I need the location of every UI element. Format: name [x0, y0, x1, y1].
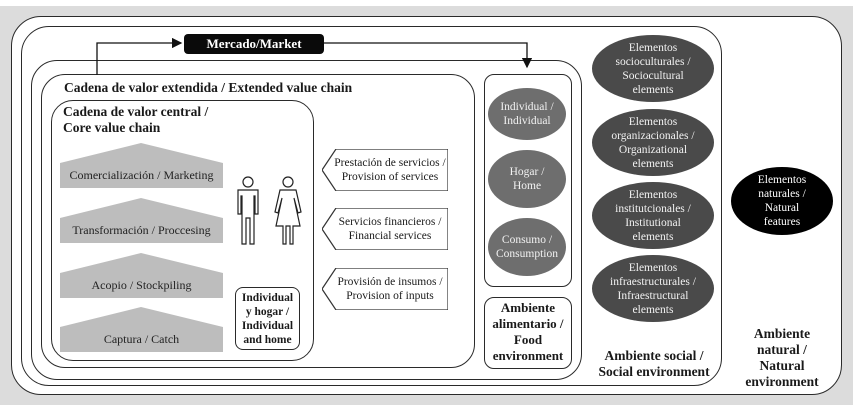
social-element-line: socioculturales /	[615, 55, 691, 68]
woman-icon	[274, 176, 302, 245]
extended-value-chain-title: Cadena de valor extendida / Extended val…	[64, 80, 353, 95]
food-title-line: Food	[513, 332, 543, 347]
arrow-chain-to-market	[96, 37, 183, 75]
natural-element-line: Natural	[764, 202, 800, 214]
natural-element-line: Elementos	[757, 174, 807, 186]
natural-title-line: Natural	[759, 358, 805, 373]
service-line: Provisión de insumos /	[337, 276, 443, 288]
household-line: y hogar /	[245, 306, 290, 318]
service-line: Prestación de servicios /	[334, 157, 446, 169]
stage-stockpiling: Acopio / Stockpiling	[60, 253, 223, 298]
food-title-line: environment	[492, 348, 564, 363]
food-title-line: Ambiente	[500, 300, 556, 315]
service-line: Provision of services	[341, 171, 439, 183]
service-line: Servicios financieros /	[338, 216, 442, 228]
service-label: Prestación de servicios / Provision of s…	[332, 149, 448, 191]
household-line: and home	[243, 334, 292, 346]
service-line: Provision of inputs	[346, 290, 434, 302]
social-element-line: Infraestructural	[617, 289, 689, 302]
social-element-line: elements	[632, 157, 674, 170]
stage-label: Acopio / Stockpiling	[91, 278, 192, 292]
social-element-line: infraestructurales /	[610, 275, 696, 288]
social-element-line: Sociocultural	[622, 69, 684, 82]
core-title-line: Cadena de valor central /	[63, 104, 209, 119]
food-element-line: Hogar /	[509, 166, 545, 178]
food-element-line: Individual /	[500, 101, 554, 113]
household-line: Individual	[241, 320, 294, 332]
stage-processing: Transformación / Proccesing	[60, 198, 223, 243]
arrow-market-to-food	[324, 42, 533, 69]
stage-label: Captura / Catch	[103, 332, 180, 346]
social-element-line: institutcionales /	[615, 202, 691, 215]
social-environment-title: Ambiente social / Social environment	[592, 348, 716, 380]
natural-element-line: naturales /	[758, 188, 806, 200]
food-element-line: Consumption	[496, 248, 558, 260]
natural-environment-title: Ambiente natural / Natural environment	[730, 326, 834, 390]
food-element-line: Home	[512, 180, 542, 192]
social-element-line: Institutional	[625, 216, 681, 229]
social-element-organizational: Elementos organizacionales / Organizatio…	[592, 109, 714, 176]
stage-label: Transformación / Proccesing	[72, 223, 211, 237]
food-title-line: alimentario /	[492, 316, 564, 331]
natural-element-features: Elementos naturales / Natural features	[731, 167, 833, 235]
social-element-line: Elementos	[628, 261, 678, 274]
man-icon	[237, 176, 259, 245]
individual-home-box: Individual y hogar / Individual and home	[235, 287, 300, 350]
people-icons	[237, 176, 302, 245]
social-element-institutional: Elementos institutcionales / Institution…	[592, 182, 714, 249]
social-element-line: elements	[632, 83, 674, 96]
stage-catch: Captura / Catch	[60, 307, 223, 352]
social-element-infrastructural: Elementos infraestructurales / Infraestr…	[592, 255, 714, 322]
service-provision-of-services: Prestación de servicios / Provision of s…	[322, 149, 448, 191]
core-value-chain-title: Cadena de valor central / Core value cha…	[63, 104, 208, 136]
social-element-line: Elementos	[628, 188, 678, 201]
service-financial-services: Servicios financieros / Financial servic…	[322, 208, 448, 250]
social-element-line: elements	[632, 303, 674, 316]
core-title-line: Core value chain	[63, 120, 161, 135]
market-box: Mercado/Market	[184, 34, 324, 54]
social-element-line: elements	[632, 230, 674, 243]
social-element-line: Organizational	[618, 143, 688, 156]
service-provision-of-inputs: Provisión de insumos / Provision of inpu…	[322, 268, 448, 310]
stage-label: Comercialización / Marketing	[69, 168, 214, 182]
social-element-line: Elementos	[628, 41, 678, 54]
natural-title-line: natural /	[757, 342, 807, 357]
social-element-line: Elementos	[628, 115, 678, 128]
service-label: Servicios financieros / Financial servic…	[332, 208, 448, 250]
service-line: Financial services	[348, 230, 432, 242]
food-element-line: Consumo /	[501, 234, 553, 246]
stage-marketing: Comercialización / Marketing	[60, 143, 223, 188]
social-title-line: Ambiente social /	[604, 348, 704, 363]
natural-title-line: Ambiente	[753, 326, 811, 341]
social-element-sociocultural: Elementos socioculturales / Sociocultura…	[592, 35, 714, 102]
food-element-home: Hogar / Home	[488, 150, 566, 208]
food-environment-title: Ambiente alimentario / Food environment	[484, 297, 572, 369]
natural-element-line: features	[763, 216, 801, 228]
service-label: Provisión de insumos / Provision of inpu…	[332, 268, 448, 310]
social-element-line: organizacionales /	[611, 129, 695, 142]
food-element-line: Individual	[503, 115, 551, 127]
natural-title-line: environment	[745, 374, 819, 389]
food-element-consumption: Consumo / Consumption	[488, 218, 566, 276]
social-title-line: Social environment	[598, 364, 710, 379]
market-label: Mercado/Market	[206, 36, 302, 51]
household-line: Individual	[241, 292, 294, 304]
food-element-individual: Individual / Individual	[488, 88, 566, 140]
